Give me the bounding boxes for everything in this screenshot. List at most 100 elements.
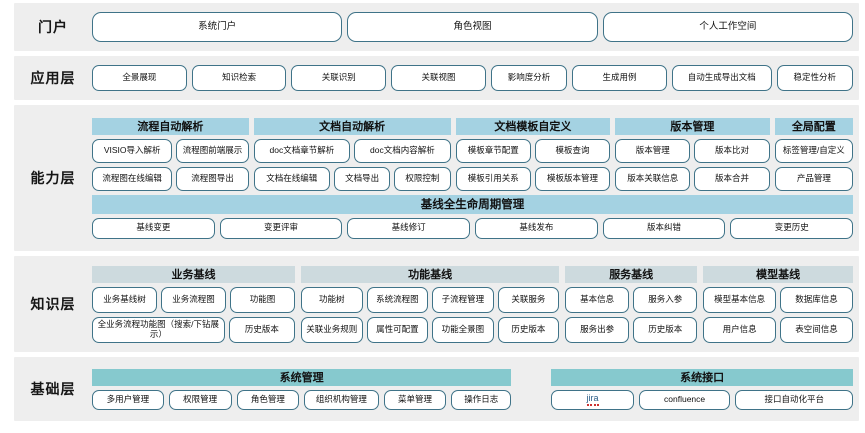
base-item-confluence[interactable]: confluence xyxy=(638,389,731,410)
group-header-version-mgmt: 版本管理 xyxy=(615,117,770,135)
cap-item-flow-frontend-display[interactable]: 流程图前端展示 xyxy=(176,138,249,163)
lifecycle-item-version-correction[interactable]: 版本纠错 xyxy=(602,217,726,239)
capability-group-doc-template: 文档模板自定义 模板章节配置 模板查询 模板引用关系 模板版本管理 xyxy=(455,117,611,191)
group-header-business-baseline: 业务基线 xyxy=(92,265,295,283)
kn-item-related-business-rule[interactable]: 关联业务规则 xyxy=(301,316,363,343)
knowledge-row: 用户信息 表空间信息 xyxy=(703,316,853,343)
lifecycle-item-baseline-revision[interactable]: 基线修订 xyxy=(347,217,471,239)
cap-item-visio-import-parse[interactable]: VISIO导入解析 xyxy=(92,138,173,163)
kn-item-full-business-flow-function-chart[interactable]: 全业务流程功能图（搜索/下钻展示） xyxy=(92,316,225,343)
cap-item-flow-export[interactable]: 流程图导出 xyxy=(176,166,249,191)
kn-item-business-baseline-tree[interactable]: 业务基线树 xyxy=(92,286,157,313)
layer-portal: 门户 系统门户 角色视图 个人工作空间 xyxy=(14,3,859,51)
cap-item-template-reference[interactable]: 模板引用关系 xyxy=(455,166,531,191)
base-item-permission-mgmt[interactable]: 权限管理 xyxy=(168,389,232,410)
base-item-role-mgmt[interactable]: 角色管理 xyxy=(236,389,300,410)
base-item-org-structure-mgmt[interactable]: 组织机构管理 xyxy=(304,389,379,410)
lifecycle-item-change-review[interactable]: 变更评审 xyxy=(219,217,343,239)
kn-item-history-version[interactable]: 历史版本 xyxy=(497,316,560,343)
app-item-relation-view[interactable]: 关联视图 xyxy=(391,65,486,91)
foundation-row: 多用户管理 权限管理 角色管理 组织机构管理 菜单管理 操作日志 xyxy=(92,389,512,410)
kn-item-service-input-params[interactable]: 服务入参 xyxy=(633,286,698,313)
cap-item-doc-content-parse[interactable]: doc文档内容解析 xyxy=(354,138,451,163)
cap-item-product-mgmt[interactable]: 产品管理 xyxy=(774,166,853,191)
kn-item-history-version[interactable]: 历史版本 xyxy=(633,316,698,343)
group-header-doc-parse: 文档自动解析 xyxy=(253,117,451,135)
knowledge-row: 关联业务规则 属性可配置 功能全景图 历史版本 xyxy=(301,316,560,343)
knowledge-group-service-baseline: 服务基线 基本信息 服务入参 服务出参 历史版本 xyxy=(565,265,698,343)
foundation-group-system-mgmt: 系统管理 多用户管理 权限管理 角色管理 组织机构管理 菜单管理 操作日志 xyxy=(92,368,512,410)
group-header-baseline-lifecycle: 基线全生命周期管理 xyxy=(92,194,853,214)
knowledge-group-business-baseline: 业务基线 业务基线树 业务流程图 功能图 全业务流程功能图（搜索/下钻展示） 历… xyxy=(92,265,295,343)
kn-item-history-version[interactable]: 历史版本 xyxy=(228,316,295,343)
layer-label-application: 应用层 xyxy=(30,70,76,86)
layer-capability-body: 流程自动解析 VISIO导入解析 流程图前端展示 流程图在线编辑 流程图导出 文… xyxy=(92,113,859,244)
cap-item-doc-online-edit[interactable]: 文档在线编辑 xyxy=(253,166,330,191)
base-item-api-automation-platform[interactable]: 接口自动化平台 xyxy=(735,389,853,410)
knowledge-row: 全业务流程功能图（搜索/下钻展示） 历史版本 xyxy=(92,316,295,343)
layer-label-capability: 能力层 xyxy=(30,170,76,186)
layer-label-knowledge: 知识层 xyxy=(30,296,76,312)
app-item-stability-analysis[interactable]: 稳定性分析 xyxy=(776,65,853,91)
base-item-multi-user-mgmt[interactable]: 多用户管理 xyxy=(92,389,164,410)
base-item-menu-mgmt[interactable]: 菜单管理 xyxy=(383,389,447,410)
kn-item-user-info[interactable]: 用户信息 xyxy=(703,316,777,343)
base-item-jira[interactable]: jira xyxy=(551,389,634,410)
kn-item-function-tree[interactable]: 功能树 xyxy=(301,286,363,313)
cap-item-version-relation-info[interactable]: 版本关联信息 xyxy=(615,166,691,191)
lifecycle-item-baseline-change[interactable]: 基线变更 xyxy=(92,217,215,239)
cap-item-version-merge[interactable]: 版本合并 xyxy=(694,166,770,191)
group-header-function-baseline: 功能基线 xyxy=(301,265,560,283)
group-header-global-config: 全局配置 xyxy=(774,117,853,135)
portal-item-personal-workspace[interactable]: 个人工作空间 xyxy=(602,12,853,42)
kn-item-model-basic-info[interactable]: 模型基本信息 xyxy=(703,286,777,313)
cap-item-tag-mgmt-custom[interactable]: 标签管理/自定义 xyxy=(774,138,853,163)
kn-item-attribute-configurable[interactable]: 属性可配置 xyxy=(366,316,429,343)
knowledge-row: 基本信息 服务入参 xyxy=(565,286,698,313)
capability-row: 产品管理 xyxy=(774,166,853,191)
kn-item-tablespace-info[interactable]: 表空间信息 xyxy=(780,316,853,343)
cap-item-template-version-mgmt[interactable]: 模板版本管理 xyxy=(534,166,611,191)
portal-item-system-portal[interactable]: 系统门户 xyxy=(92,12,343,42)
capability-row: 模板引用关系 模板版本管理 xyxy=(455,166,611,191)
cap-item-doc-export[interactable]: 文档导出 xyxy=(333,166,391,191)
cap-item-template-chapter-config[interactable]: 模板章节配置 xyxy=(455,138,531,163)
kn-item-function-panorama[interactable]: 功能全景图 xyxy=(432,316,494,343)
cap-item-template-query[interactable]: 模板查询 xyxy=(534,138,611,163)
app-item-knowledge-search[interactable]: 知识检索 xyxy=(191,65,287,91)
app-item-auto-export-doc[interactable]: 自动生成导出文档 xyxy=(671,65,772,91)
base-item-operation-log[interactable]: 操作日志 xyxy=(451,389,512,410)
kn-item-subflow-mgmt[interactable]: 子流程管理 xyxy=(432,286,494,313)
app-item-panorama[interactable]: 全景展现 xyxy=(92,65,187,91)
capability-group-global-config: 全局配置 标签管理/自定义 产品管理 xyxy=(774,117,853,191)
capability-row: 标签管理/自定义 xyxy=(774,138,853,163)
cap-item-doc-chapter-parse[interactable]: doc文档章节解析 xyxy=(253,138,351,163)
kn-item-business-flow-chart[interactable]: 业务流程图 xyxy=(161,286,226,313)
lifecycle-item-baseline-release[interactable]: 基线发布 xyxy=(475,217,598,239)
capability-groups: 流程自动解析 VISIO导入解析 流程图前端展示 流程图在线编辑 流程图导出 文… xyxy=(92,117,853,191)
kn-item-service-output-params[interactable]: 服务出参 xyxy=(565,316,630,343)
capability-group-version-mgmt: 版本管理 版本管理 版本比对 版本关联信息 版本合并 xyxy=(615,117,770,191)
layer-label-portal: 门户 xyxy=(38,19,68,35)
kn-item-related-service[interactable]: 关联服务 xyxy=(497,286,560,313)
knowledge-row: 服务出参 历史版本 xyxy=(565,316,698,343)
cap-item-version-mgmt[interactable]: 版本管理 xyxy=(615,138,691,163)
cap-item-version-compare[interactable]: 版本比对 xyxy=(694,138,770,163)
app-item-generate-cases[interactable]: 生成用例 xyxy=(572,65,667,91)
application-row: 全景展现 知识检索 关联识别 关联视图 影响度分析 生成用例 自动生成导出文档 … xyxy=(92,65,853,91)
kn-item-function-chart[interactable]: 功能图 xyxy=(230,286,295,313)
lifecycle-item-change-history[interactable]: 变更历史 xyxy=(730,217,854,239)
kn-item-basic-info[interactable]: 基本信息 xyxy=(565,286,630,313)
app-item-relation-recognition[interactable]: 关联识别 xyxy=(291,65,387,91)
cap-item-permission-control[interactable]: 权限控制 xyxy=(394,166,451,191)
portal-item-role-view[interactable]: 角色视图 xyxy=(347,12,598,42)
group-header-service-baseline: 服务基线 xyxy=(565,265,698,283)
kn-item-database-info[interactable]: 数据库信息 xyxy=(780,286,853,313)
app-item-impact-analysis[interactable]: 影响度分析 xyxy=(490,65,568,91)
group-header-model-baseline: 模型基线 xyxy=(703,265,853,283)
cap-item-flow-online-edit[interactable]: 流程图在线编辑 xyxy=(92,166,173,191)
kn-item-system-flow-chart[interactable]: 系统流程图 xyxy=(366,286,429,313)
layer-foundation: 基础层 系统管理 多用户管理 权限管理 角色管理 组织机构管理 菜单管理 操作日… xyxy=(14,357,859,421)
layer-knowledge-body: 业务基线 业务基线树 业务流程图 功能图 全业务流程功能图（搜索/下钻展示） 历… xyxy=(92,261,859,348)
